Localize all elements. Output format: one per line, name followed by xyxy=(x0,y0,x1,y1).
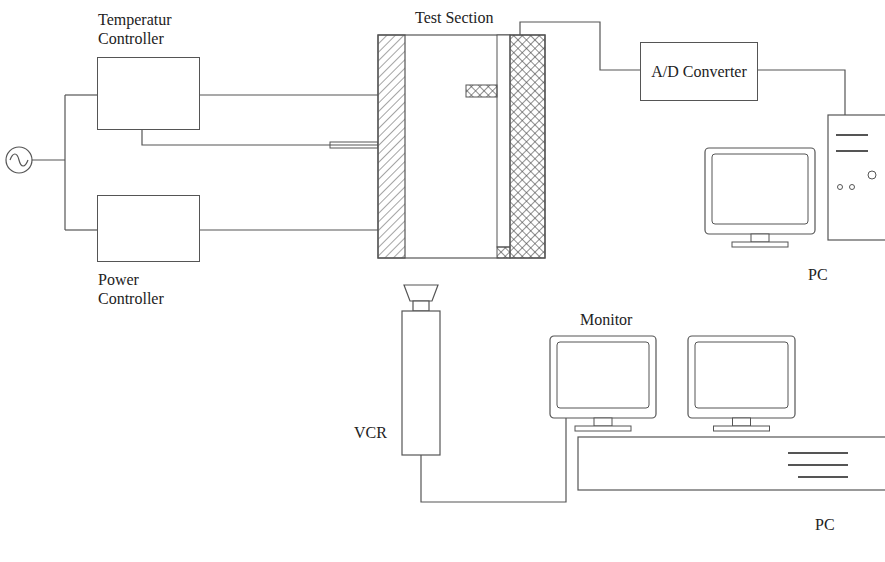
display-monitor: Monitor xyxy=(550,336,656,431)
node-label: Temperatur Controller xyxy=(98,10,198,48)
node-label: Test Section xyxy=(415,8,493,27)
node-label: PC xyxy=(815,515,835,534)
video-camera-outline xyxy=(400,285,442,455)
pc-desktop: PC xyxy=(578,437,885,490)
pc-desktop-outline xyxy=(578,437,885,490)
signal-wire xyxy=(758,70,845,115)
pc-monitor xyxy=(688,336,795,431)
test-section: Test Section xyxy=(378,35,545,258)
controller-box: Power Controller xyxy=(97,195,200,262)
node-label: Power Controller xyxy=(98,270,198,308)
video-camera: VCR xyxy=(400,285,442,455)
signal-wire xyxy=(200,94,378,95)
node-label: A/D Converter xyxy=(651,62,747,81)
signal-wire xyxy=(142,130,378,145)
controller-box: Temperatur Controller xyxy=(97,57,200,130)
ac-source xyxy=(6,95,97,230)
pc-monitor xyxy=(705,148,815,247)
node-label: VCR xyxy=(354,423,387,442)
converter-box: A/D Converter xyxy=(640,42,758,101)
pc-tower-outline xyxy=(828,115,885,240)
signal-wire xyxy=(421,418,566,502)
signal-wire xyxy=(200,229,378,230)
display-monitor-outline xyxy=(550,336,656,431)
test-section-outline xyxy=(378,35,545,258)
node-label: Monitor xyxy=(580,310,632,329)
pc-tower: PC xyxy=(828,115,885,240)
node-label: PC xyxy=(808,265,828,284)
